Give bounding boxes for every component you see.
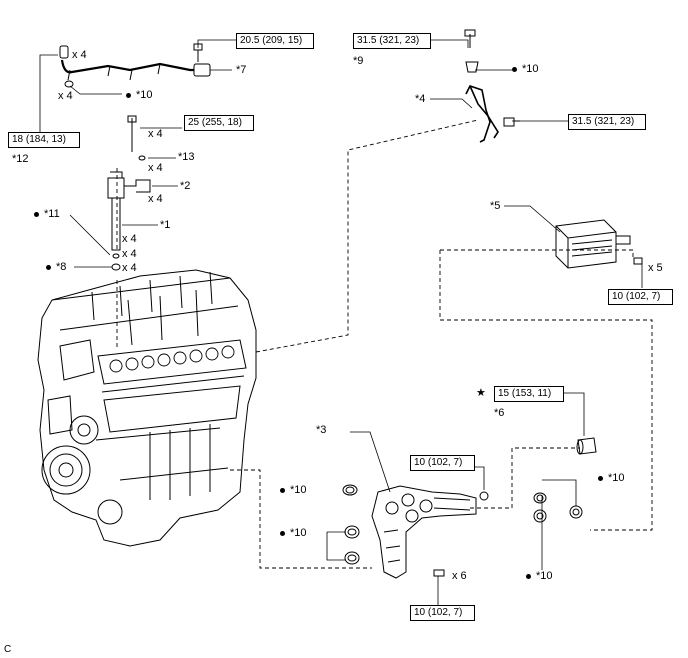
- qty-o-ring: x 4: [122, 262, 137, 274]
- injection-pipe: [60, 59, 206, 74]
- callout-11: *11: [34, 208, 60, 220]
- bullet-icon: [280, 530, 285, 536]
- torque-box-fitting: 15 (153, 11): [494, 386, 564, 402]
- callout-10-left-lower: *10: [280, 527, 307, 539]
- qty-housing-bolt: x 6: [452, 570, 467, 582]
- torque-box-housing-nut: 10 (102, 7): [410, 455, 475, 471]
- torque-box-injection-pipe: 20.5 (209, 15): [236, 33, 314, 49]
- callout-5: *5: [490, 200, 501, 212]
- callout-10-right-upper: *10: [598, 472, 625, 484]
- injector: [107, 115, 151, 271]
- callout-13: *13: [178, 151, 195, 163]
- callout-3: *3: [316, 424, 327, 436]
- leader-lines: [39, 39, 643, 605]
- torque-box-pipe-union-top: 31.5 (321, 23): [353, 33, 431, 49]
- callout-2: *2: [180, 180, 191, 192]
- fitting: [576, 437, 597, 455]
- engine-coils: [109, 345, 235, 373]
- star-icon: ★: [476, 387, 486, 399]
- engine-block: [37, 269, 257, 547]
- qty-cooler-bolt: x 5: [648, 262, 663, 274]
- fuel-housing: [371, 485, 489, 579]
- bullet-icon: [280, 487, 285, 493]
- crank-pulley: [41, 415, 123, 525]
- torque-box-injector: 18 (184, 13): [8, 132, 80, 148]
- callout-6: *6: [494, 407, 505, 419]
- callout-10-pipe: *10: [512, 63, 539, 75]
- qty-injector: x 4: [122, 233, 137, 245]
- bullet-icon: [46, 264, 51, 270]
- fuel-pipe: [464, 29, 520, 143]
- callout-12: *12: [12, 153, 29, 165]
- qty-clamp-bolt: x 4: [148, 128, 163, 140]
- callout-10-right-lower: *10: [526, 570, 553, 582]
- torque-box-clamp-bolt: 25 (255, 18): [184, 115, 254, 131]
- bullet-icon: [126, 92, 131, 98]
- qty-gasket: x 4: [122, 248, 137, 260]
- bullet-icon: [598, 475, 603, 481]
- qty-clamp: x 4: [148, 193, 163, 205]
- callout-10-left-upper: *10: [280, 484, 307, 496]
- callout-7: *7: [236, 64, 247, 76]
- callout-4: *4: [415, 93, 426, 105]
- callout-8: *8: [46, 261, 66, 273]
- bullet-icon: [526, 573, 531, 579]
- qty-washer: x 4: [148, 162, 163, 174]
- torque-box-pipe-union-side: 31.5 (321, 23): [568, 114, 646, 130]
- bullet-icon: [512, 66, 517, 72]
- qty-clamp-seal: x 4: [58, 90, 73, 102]
- qty-pipe-clamp: x 4: [72, 49, 87, 61]
- fuel-cooler: [555, 219, 643, 269]
- bullet-icon: [34, 211, 39, 217]
- callout-10-clamp: *10: [126, 89, 153, 101]
- seal-rings: [342, 484, 583, 565]
- dashed-routing-lines: [116, 119, 653, 569]
- figure-code: C: [4, 644, 12, 655]
- callout-9: *9: [353, 55, 364, 67]
- torque-box-housing-bolt: 10 (102, 7): [410, 605, 475, 621]
- callout-1: *1: [160, 219, 171, 231]
- torque-box-cooler-bolt: 10 (102, 7): [608, 289, 673, 305]
